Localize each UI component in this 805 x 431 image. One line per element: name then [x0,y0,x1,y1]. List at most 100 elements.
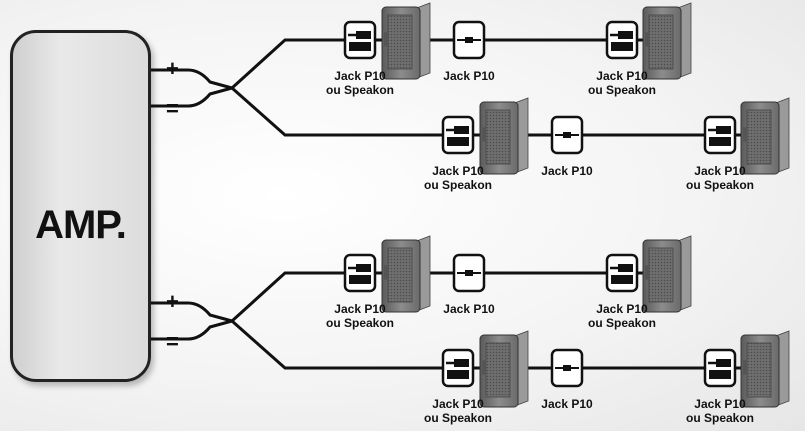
speaker-grille [648,247,674,303]
plug-body-icon [454,359,469,367]
speaker-handle [384,265,388,280]
connector-frame [605,253,639,293]
speaker-handle [743,360,747,375]
label-line-1: Jack P10 [443,69,495,83]
speaker-handle [482,127,486,142]
label-line-1: Jack P10 [596,302,648,316]
jack-plug-icon [465,37,473,43]
speaker-handle [645,32,649,47]
label-line-2: ou Speakon [587,83,656,97]
minus-terminal-2: = [166,329,179,354]
speaker-2-1-bottom [740,97,790,175]
minus-terminal-1: = [166,96,179,121]
speakon-plug-icon [349,275,371,284]
connector-output-1-bottom [703,115,737,155]
speaker-2-2-bottom [740,330,790,408]
amplifier-label: AMP. [35,203,127,247]
branch-top [230,38,345,90]
label-line-1: Jack P10 [334,69,386,83]
jack-plug-icon [563,132,571,138]
speakon-plug-icon [709,137,731,146]
speaker-handle [645,265,649,280]
speaker-2-2-top [642,235,692,313]
label-jack-1-bottom: Jack P10 [522,164,612,178]
label-jack-2-top: Jack P10 [424,302,514,316]
label-line-1: Jack P10 [596,69,648,83]
label-jack-2-bottom: Jack P10 [522,397,612,411]
label-line-2: ou Speakon [685,178,754,192]
connector-output-2-top [605,253,639,293]
speaker-1-2-top [381,235,431,313]
label-line-1: Jack P10 [541,164,593,178]
speakon-plug-icon [349,42,371,51]
branch-bottom [231,86,445,137]
speakon-plug-icon [611,275,633,284]
label-line-1: Jack P10 [694,397,746,411]
plus-terminal-1: + [166,56,179,81]
jack-plug-icon [563,365,571,371]
label-line-2: ou Speakon [587,316,656,330]
amplifier-box: AMP. [10,30,151,382]
branch-bottom [231,319,445,370]
plug-body-icon [716,359,731,367]
speakon-plug-icon [709,370,731,379]
speakon-plug-icon [611,42,633,51]
connector-link-1-bottom [550,115,584,155]
speaker-handle [743,127,747,142]
lead-negative [151,86,233,108]
speaker-grille [485,342,511,398]
label-line-1: Jack P10 [432,397,484,411]
label-line-2: ou Speakon [423,178,492,192]
connector-frame [703,115,737,155]
connector-frame [441,348,475,388]
plug-body-icon [454,126,469,134]
speaker-grille [387,247,413,303]
speaker-grille [387,14,413,70]
connector-frame [703,348,737,388]
connector-output-1-top [605,20,639,60]
plug-body-icon [356,264,371,272]
plus-terminal-2: + [166,289,179,314]
lead-negative [151,319,233,341]
speaker-grille [746,109,772,165]
lead-positive [151,68,233,90]
connector-input-1-top [343,20,377,60]
connector-link-1-top [452,20,486,60]
plug-body-icon [618,31,633,39]
speaker-grille [746,342,772,398]
label-line-1: Jack P10 [443,302,495,316]
speakon-plug-icon [447,137,469,146]
speaker-grille [648,14,674,70]
speaker-1-1-top [381,2,431,80]
label-line-1: Jack P10 [432,164,484,178]
connector-input-2-top [343,253,377,293]
speaker-2-1-top [642,2,692,80]
label-line-2: ou Speakon [325,83,394,97]
connector-input-1-bottom [441,115,475,155]
label-line-2: ou Speakon [685,411,754,425]
plug-body-icon [356,31,371,39]
speakon-plug-icon [447,370,469,379]
connector-input-2-bottom [441,348,475,388]
label-line-1: Jack P10 [541,397,593,411]
branch-top [230,271,345,323]
label-line-1: Jack P10 [334,302,386,316]
speaker-1-1-bottom [479,97,529,175]
speaker-handle [384,32,388,47]
label-line-2: ou Speakon [423,411,492,425]
label-line-2: ou Speakon [325,316,394,330]
jack-plug-icon [465,270,473,276]
connector-frame [343,253,377,293]
connector-link-2-bottom [550,348,584,388]
connector-output-2-bottom [703,348,737,388]
connector-frame [441,115,475,155]
speaker-handle [482,360,486,375]
connector-frame [343,20,377,60]
